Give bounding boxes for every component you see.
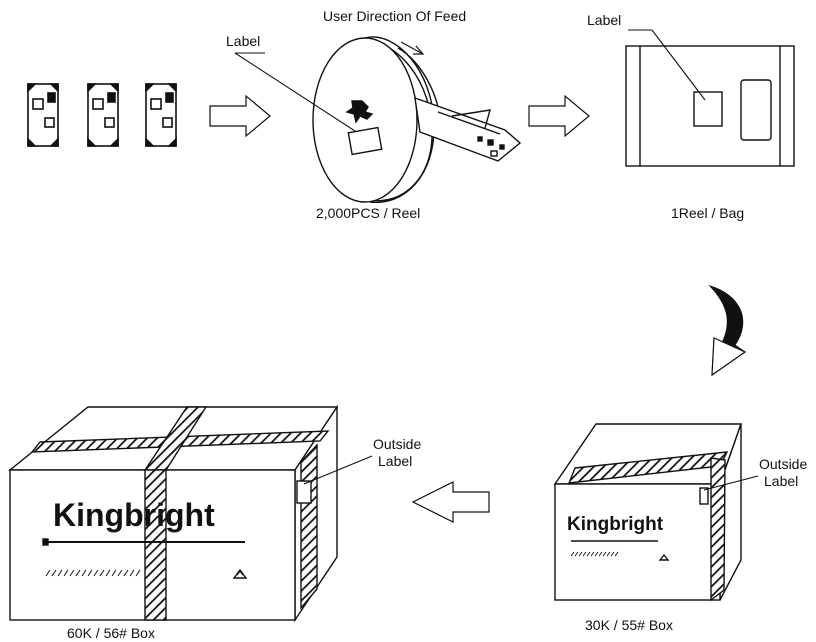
reel-caption: 2,000PCS / Reel [316, 205, 420, 221]
bag-label-text: Label [587, 12, 621, 28]
big-box-outside-label-box [296, 480, 312, 504]
reel-label-leader [234, 52, 356, 132]
arrow-right-2 [528, 94, 590, 138]
bag-window [740, 79, 772, 141]
small-box-outside-label-box [699, 487, 709, 505]
big-box [8, 404, 339, 623]
small-box-caption: 30K / 55# Box [585, 617, 673, 633]
feed-direction-text: User Direction Of Feed [323, 8, 466, 24]
arrow-left [411, 481, 490, 523]
led-components [27, 83, 177, 147]
led-component-1 [27, 83, 59, 147]
led-component-2 [87, 83, 119, 147]
small-box-brand: Kingbright [567, 514, 664, 535]
arrow-right-1 [209, 94, 271, 138]
small-box-label-leader [703, 475, 759, 491]
small-box-outside-text: Outside [759, 456, 807, 472]
reel-label-text: Label [226, 33, 260, 49]
feed-direction-icon [400, 41, 425, 55]
led-component-3 [145, 83, 177, 147]
big-box-label-leader [303, 455, 373, 485]
small-box-recycle-icon [658, 553, 670, 561]
reel-label-box [347, 126, 383, 156]
bag-caption: 1Reel / Bag [671, 205, 744, 221]
bag-label-leader [651, 29, 706, 101]
big-box-outside-text: Outside [373, 436, 421, 452]
bag [625, 45, 795, 167]
bag-label-box [693, 91, 723, 127]
small-box-label-text: Label [764, 473, 798, 489]
big-box-caption: 60K / 56# Box [67, 625, 155, 641]
big-box-recycle-icon [232, 568, 248, 579]
small-box [553, 423, 742, 602]
big-box-label-text: Label [378, 453, 412, 469]
big-box-brand: Kingbright [53, 497, 215, 533]
reel [312, 36, 522, 203]
reel-hub-icon [345, 100, 374, 124]
